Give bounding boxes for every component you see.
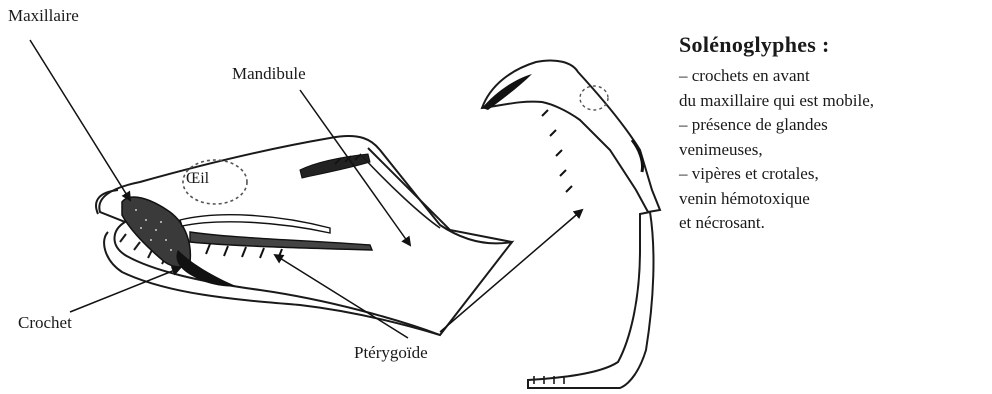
info-panel: Solénoglyphes : – crochets en avant du m…	[679, 32, 984, 236]
palatine-bone	[180, 215, 330, 233]
label-pterygoide: Ptérygoïde	[354, 343, 428, 363]
fang-teeth	[542, 110, 572, 192]
info-title: Solénoglyphes :	[679, 32, 984, 58]
fang-assembly	[482, 60, 660, 212]
info-line: – crochets en avant	[679, 64, 984, 89]
lower-long-bone	[528, 212, 653, 388]
info-line: venimeuses,	[679, 138, 984, 163]
info-line: venin hémotoxique	[679, 187, 984, 212]
info-line: du maxillaire qui est mobile,	[679, 89, 984, 114]
info-line: – vipères et crotales,	[679, 162, 984, 187]
label-oeil: Œil	[186, 170, 209, 188]
label-maxillaire: Maxillaire	[8, 6, 79, 26]
info-line: – présence de glandes	[679, 113, 984, 138]
info-line: et nécrosant.	[679, 211, 984, 236]
arrow-crochet	[70, 268, 180, 312]
label-mandibule: Mandibule	[232, 64, 306, 84]
label-crochet: Crochet	[18, 313, 72, 333]
pterygoid-bone	[190, 232, 372, 250]
arrow-fang	[440, 210, 582, 332]
arrow-maxillaire	[30, 40, 130, 200]
